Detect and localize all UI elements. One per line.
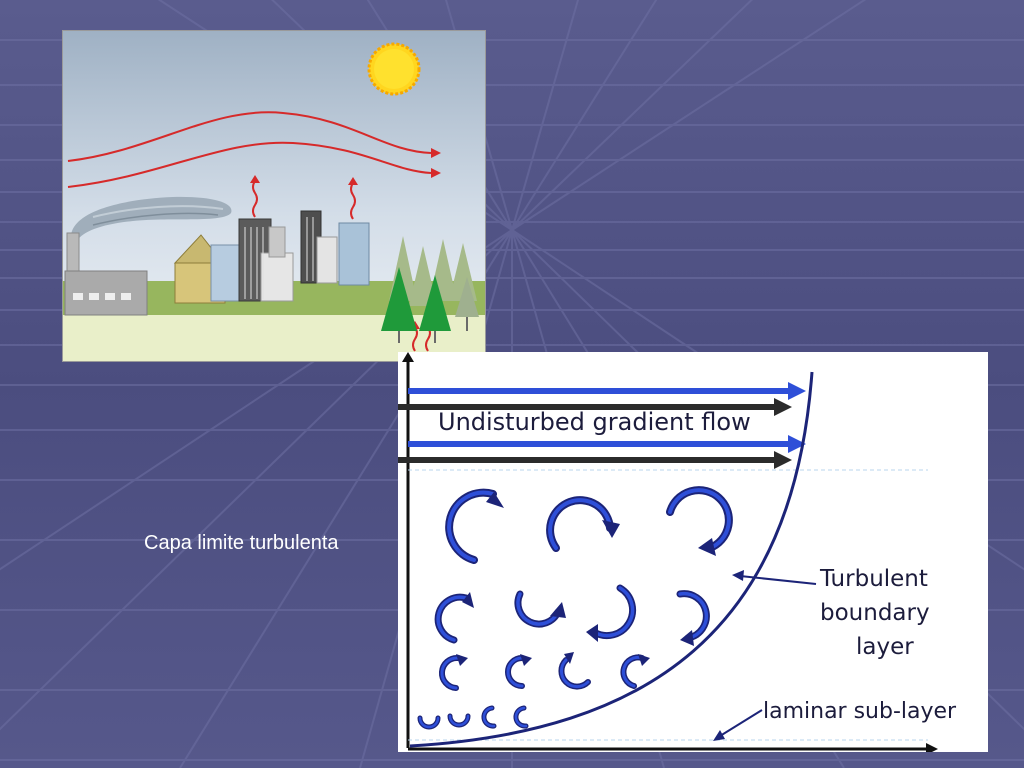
arrowhead-icon [774,398,792,416]
eddy-icon [558,652,591,690]
eddy-icon [445,488,504,564]
turbulent-label-line-3: layer [856,634,914,660]
smoke-plume [71,196,232,241]
turbulent-label-line-2: boundary [820,600,930,626]
turbulent-label-line-1: Turbulent [819,566,928,592]
slide-label: Capa limite turbulenta [144,532,339,554]
arrowhead-icon [788,382,806,400]
laminar-pointer [713,709,763,741]
gradient-flow-arrows [398,382,806,469]
sun-icon [367,42,421,96]
eddy-icon [438,654,468,691]
eddy-icon [666,486,733,556]
arrowhead-icon [774,451,792,469]
wind-streamlines [67,111,432,188]
trees [381,236,479,343]
city-scene [63,31,485,361]
arrowhead-icon [250,175,260,183]
eddy-icon [546,496,620,552]
arrowhead-icon [348,177,358,185]
buildings [173,210,370,304]
boundary-layer-diagram: Undisturbed gradient flow [398,352,988,752]
eddy-icon [447,713,471,728]
y-axis-arrow-icon [402,352,414,362]
laminar-label: laminar sub-layer [763,699,957,724]
eddies [417,486,733,730]
eddy-icon [417,715,441,730]
boundary-layer-figure: Undisturbed gradient flow [398,352,957,752]
flow-label: Undisturbed gradient flow [438,408,751,436]
eddy-icon [505,654,532,689]
arrowhead-icon [431,148,441,158]
arrowhead-icon [431,168,441,178]
eddy-icon [676,590,710,646]
turbulent-pointer [732,570,817,585]
eddy-icon [620,654,650,689]
arrowhead-icon [788,435,806,453]
velocity-profile-curve [409,371,814,748]
eddy-icon [514,590,566,628]
city-illustration [62,30,486,362]
eddy-icon [513,705,529,729]
factory [64,232,148,316]
eddy-icon [481,705,497,729]
x-axis-arrow-icon [926,743,938,752]
eddy-icon [434,592,474,644]
eddy-icon [586,584,637,642]
